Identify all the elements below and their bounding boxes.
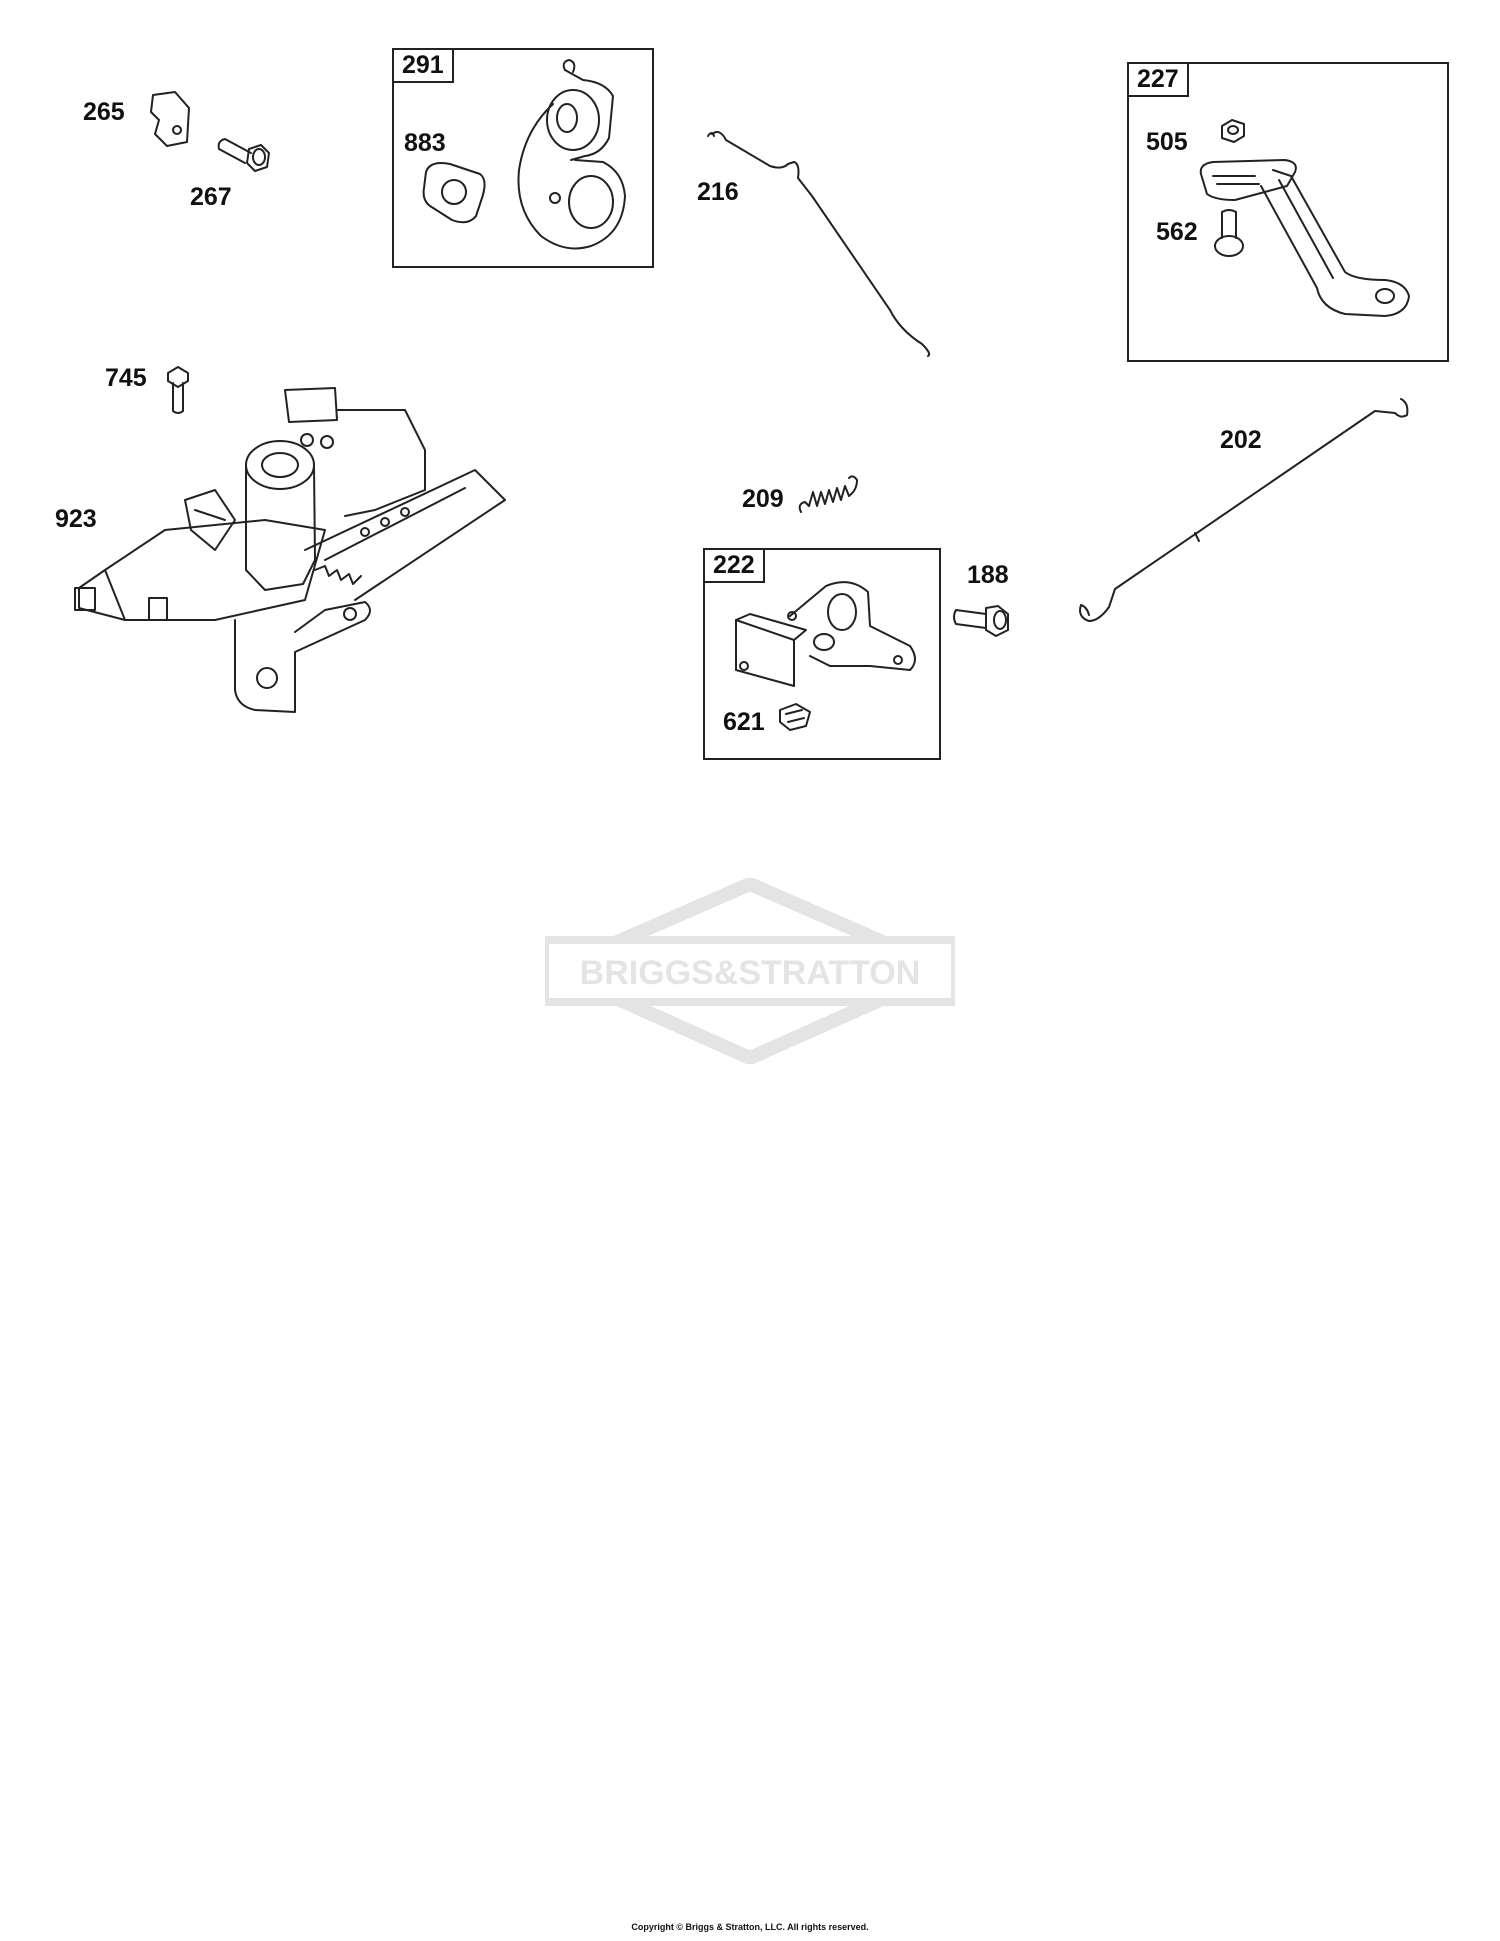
kit-box-label: 291 bbox=[394, 50, 454, 83]
gasket-883 bbox=[422, 162, 486, 224]
part-label-209: 209 bbox=[742, 485, 784, 513]
kit-box-label: 222 bbox=[705, 550, 765, 583]
part-label-562: 562 bbox=[1156, 218, 1198, 246]
kit-box-291: 291 bbox=[392, 48, 654, 268]
part-label-188: 188 bbox=[967, 561, 1009, 589]
nut-505 bbox=[1221, 119, 1245, 143]
bracket-clip-265 bbox=[150, 91, 190, 147]
screw-745 bbox=[167, 366, 189, 414]
kit-box-label: 227 bbox=[1129, 64, 1189, 97]
control-bracket-923 bbox=[74, 387, 506, 713]
part-label-265: 265 bbox=[83, 98, 125, 126]
kit-box-222: 222 bbox=[703, 548, 941, 760]
screw-267 bbox=[217, 138, 270, 172]
brand-watermark-logo: BRIGGS&STRATTON bbox=[545, 878, 955, 1064]
control-lever-227 bbox=[1199, 159, 1410, 317]
governor-spring-209 bbox=[798, 475, 858, 513]
throttle-link-202 bbox=[1079, 398, 1409, 622]
copyright-footer: Copyright © Briggs & Stratton, LLC. All … bbox=[631, 1922, 869, 1932]
part-label-883: 883 bbox=[404, 129, 446, 157]
clip-621 bbox=[779, 703, 811, 731]
governor-link-216 bbox=[707, 131, 931, 357]
watermark-text: BRIGGS&STRATTON bbox=[580, 954, 921, 992]
control-plate-222 bbox=[735, 581, 916, 687]
part-label-216: 216 bbox=[697, 178, 739, 206]
part-label-202: 202 bbox=[1220, 426, 1262, 454]
part-label-621: 621 bbox=[723, 708, 765, 736]
air-baffle-291 bbox=[517, 59, 626, 250]
part-label-267: 267 bbox=[190, 183, 232, 211]
bolt-562 bbox=[1214, 209, 1244, 257]
part-label-745: 745 bbox=[105, 364, 147, 392]
kit-box-227: 227 bbox=[1127, 62, 1449, 362]
part-label-923: 923 bbox=[55, 505, 97, 533]
part-label-505: 505 bbox=[1146, 128, 1188, 156]
bolt-188 bbox=[953, 605, 1009, 637]
